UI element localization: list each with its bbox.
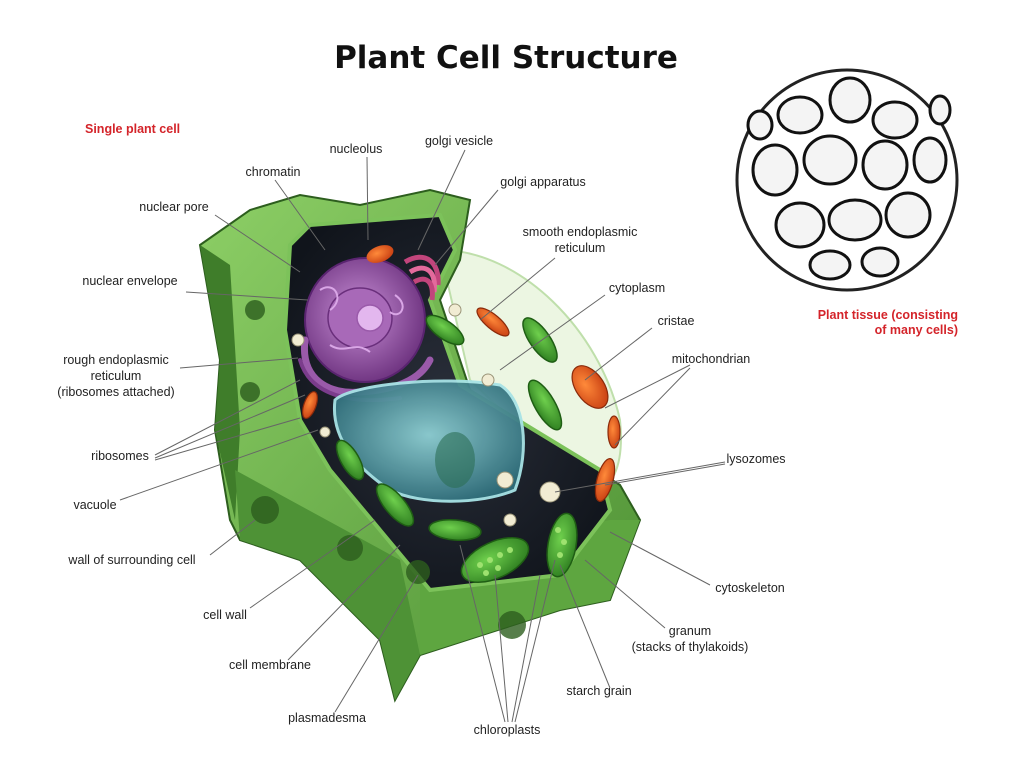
nucleolus-shape <box>356 304 384 332</box>
label-golgi-apparatus: golgi apparatus <box>500 175 586 189</box>
tissue-label-1: Plant tissue (consisting <box>817 308 958 322</box>
label-plasmadesma: plasmadesma <box>288 711 366 725</box>
label-vacuole: vacuole <box>73 498 117 512</box>
label-rough-er-1: rough endoplasmic <box>63 353 169 367</box>
label-granum-2: (stacks of thylakoids) <box>631 640 749 654</box>
wall-bottom-face <box>235 470 420 700</box>
plasmodesma-pits <box>240 300 526 639</box>
label-lysozomes: lysozomes <box>726 452 786 466</box>
label-chromatin: chromatin <box>245 165 301 179</box>
label-nucleolus: nucleolus <box>329 142 383 156</box>
wall-left-face <box>200 245 240 520</box>
label-nuclear-pore: nuclear pore <box>139 200 209 214</box>
label-cytoplasm: cytoplasm <box>608 281 666 295</box>
mitochondria-shapes <box>302 307 621 502</box>
label-cell-membrane: cell membrane <box>229 658 311 672</box>
plant-tissue-illustration <box>735 68 959 292</box>
label-rough-er-3: (ribosomes attached) <box>57 385 175 399</box>
label-golgi-vesicle: golgi vesicle <box>424 134 494 148</box>
label-mitochondrian: mitochondrian <box>671 352 751 366</box>
chloroplast-shapes <box>335 314 578 584</box>
label-smooth-er-1: smooth endoplasmic <box>522 225 638 239</box>
label-cell-wall: cell wall <box>203 608 247 622</box>
label-smooth-er-2: reticulum <box>554 241 606 255</box>
leader-lines <box>119 149 726 723</box>
granum-dots <box>477 527 567 576</box>
lysosome-shapes <box>291 303 561 527</box>
label-nuclear-envelope: nuclear envelope <box>82 274 178 288</box>
label-chloroplasts: chloroplasts <box>473 723 541 737</box>
golgi-vesicle-shape <box>366 245 394 263</box>
tissue-label-2: of many cells) <box>874 323 958 337</box>
label-cytoskeleton: cytoskeleton <box>715 581 785 595</box>
label-starch-grain: starch grain <box>566 684 632 698</box>
label-granum-1: granum <box>668 624 712 638</box>
vacuole-shape <box>332 379 525 503</box>
diagram-title: Plant Cell Structure <box>334 40 678 76</box>
label-rough-er-2: reticulum <box>90 369 142 383</box>
label-wall-surrounding: wall of surrounding cell <box>68 553 196 567</box>
single-cell-label: Single plant cell <box>85 122 181 136</box>
label-cristae: cristae <box>657 314 695 328</box>
golgi-apparatus-shape <box>403 254 441 301</box>
label-ribosomes: ribosomes <box>91 449 149 463</box>
nucleus <box>304 257 426 383</box>
